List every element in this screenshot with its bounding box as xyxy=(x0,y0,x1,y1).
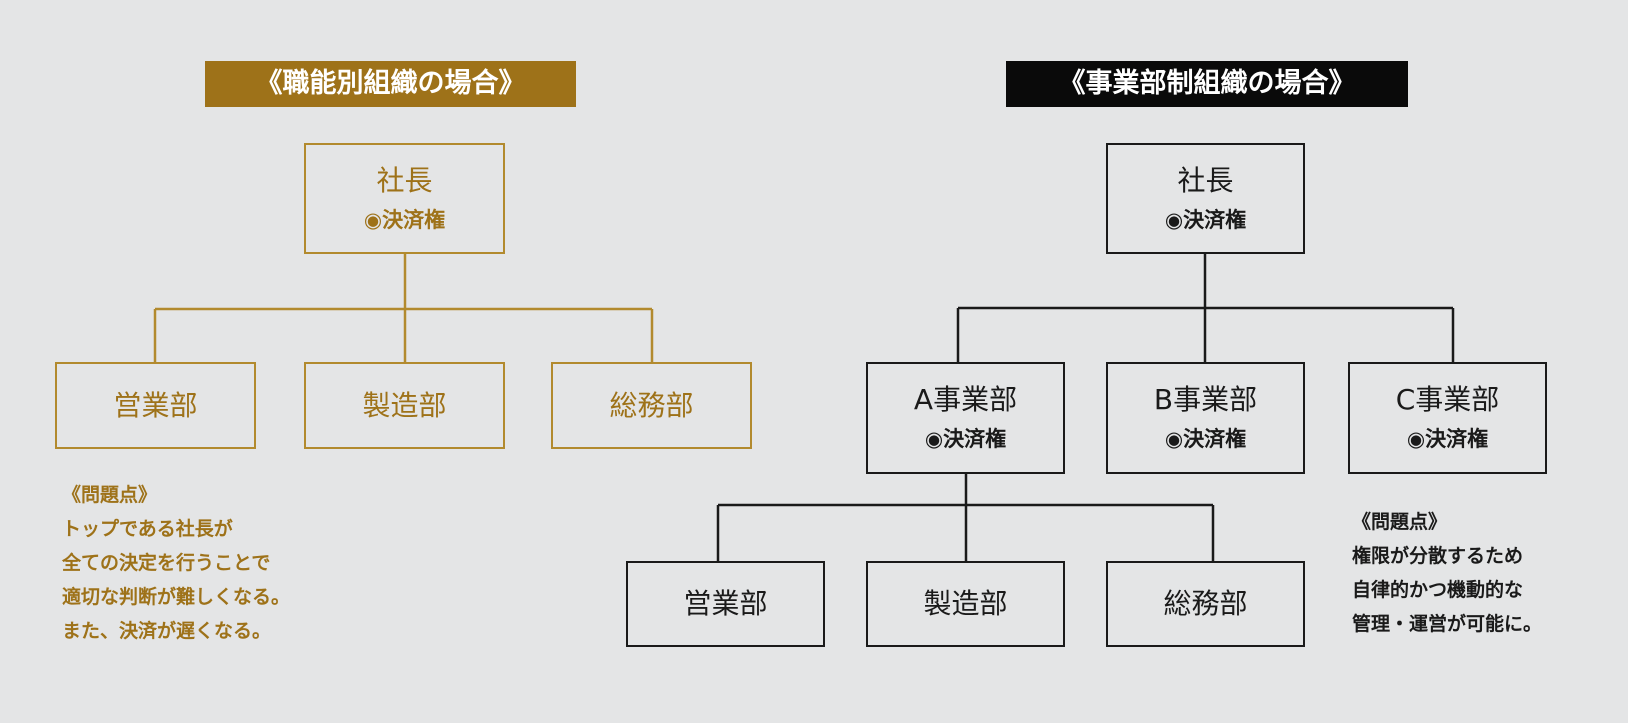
division-a-box: A事業部 ◉決済権 xyxy=(866,362,1065,474)
issue-line: 自律的かつ機動的な xyxy=(1352,579,1524,601)
divisional-dept-sales: 営業部 xyxy=(626,561,825,647)
divisional-president-box: 社長 ◉決済権 xyxy=(1106,143,1305,254)
divisional-title: 《事業部制組織の場合》 xyxy=(1006,61,1408,107)
issue-line: 全ての決定を行うことで xyxy=(62,552,271,574)
issue-line: 権限が分散するため xyxy=(1352,545,1524,567)
functional-dept-sales: 営業部 xyxy=(55,362,256,449)
functional-title: 《職能別組織の場合》 xyxy=(205,61,576,107)
authority-label: ◉決済権 xyxy=(1164,207,1247,232)
division-c-box: C事業部 ◉決済権 xyxy=(1348,362,1547,474)
president-label: 社長 xyxy=(1177,163,1234,197)
issue-line: また、決済が遅くなる。 xyxy=(62,620,272,642)
division-b-box: B事業部 ◉決済権 xyxy=(1106,362,1305,474)
issue-line: トップである社長が xyxy=(62,518,233,540)
functional-dept-manufacturing: 製造部 xyxy=(304,362,505,449)
divisional-issues: 《問題点》 権限が分散するため 自律的かつ機動的な 管理・運営が可能に。 xyxy=(1352,505,1542,641)
functional-dept-general-affairs: 総務部 xyxy=(551,362,752,449)
issue-line: 適切な判断が難しくなる。 xyxy=(62,586,291,608)
issues-heading: 《問題点》 xyxy=(1352,511,1448,533)
president-label: 社長 xyxy=(376,163,433,197)
authority-label: ◉決済権 xyxy=(363,207,446,232)
functional-issues: 《問題点》 トップである社長が 全ての決定を行うことで 適切な判断が難しくなる。… xyxy=(62,478,290,648)
functional-president-box: 社長 ◉決済権 xyxy=(304,143,505,254)
divisional-dept-manufacturing: 製造部 xyxy=(866,561,1065,647)
issue-line: 管理・運営が可能に。 xyxy=(1352,613,1543,635)
divisional-dept-general-affairs: 総務部 xyxy=(1106,561,1305,647)
issues-heading: 《問題点》 xyxy=(62,484,158,506)
